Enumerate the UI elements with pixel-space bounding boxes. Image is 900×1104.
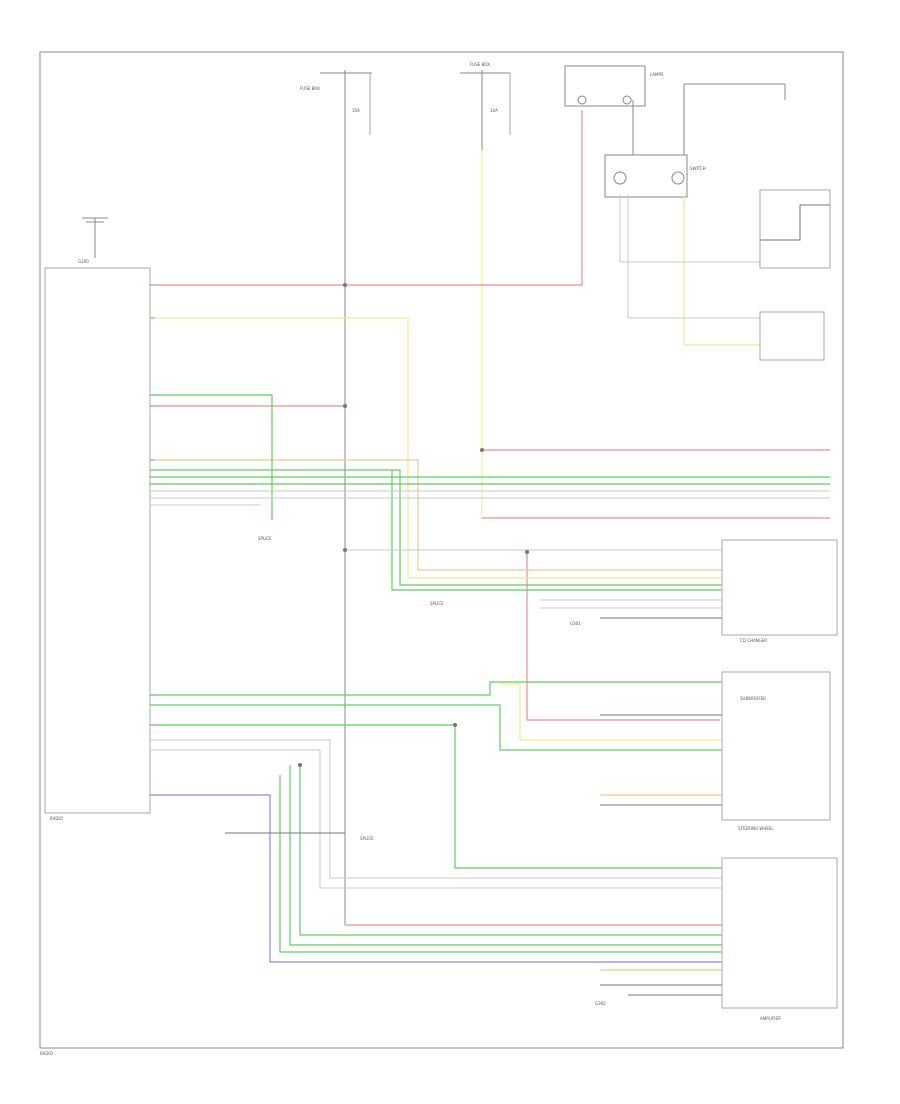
- diagram-frame: [39, 51, 844, 1049]
- module-left-label-text: RADIO: [50, 816, 63, 821]
- wires-green: [150, 394, 830, 953]
- module-right-bottom-text: AMPLIFIER: [760, 1016, 781, 1021]
- switch-assembly: LAMPS SWITCH: [564, 65, 786, 198]
- footer-text: RADIO: [40, 1051, 53, 1056]
- radio-pin-ticks: [150, 284, 155, 796]
- fuse-right-block-text: FUSE BOX: [470, 62, 490, 67]
- fuse-left: FUSE BOX 10A: [300, 70, 372, 150]
- top-right-label-text: LAMPS: [650, 72, 664, 77]
- splice-label-1-text: SPLICE: [258, 536, 272, 541]
- splice-dots: [298, 283, 529, 767]
- ground-label-3-text: G302: [595, 1001, 606, 1006]
- wires-orange: [150, 459, 722, 971]
- ground-label-1-text: G200: [78, 259, 89, 264]
- module-steering-wheel: STEERING WHEEL: [738, 826, 774, 831]
- radio-module-frame: [44, 267, 151, 814]
- wires-red: [150, 110, 830, 926]
- ground-label-2-text: G301: [570, 621, 581, 626]
- fuse-left-block-text: FUSE BOX: [300, 86, 320, 91]
- module-amplifier: AMPLIFIER: [721, 857, 838, 1021]
- wires-yellow: [150, 195, 760, 741]
- wires-gray: [150, 195, 830, 889]
- ground-symbol-top: G200: [78, 217, 108, 264]
- splice-label-2-text: SPLICE: [430, 601, 444, 606]
- module-subwoofer: SUBWOOFER: [721, 671, 831, 821]
- module-right-mid-text: SUBWOOFER: [740, 696, 766, 701]
- splice-label-3-text: SPLICE: [360, 836, 374, 841]
- fuse-right: FUSE BOX 10A: [460, 62, 511, 150]
- wires-black: [225, 204, 830, 996]
- module-cd-changer: CD CHANGER: [721, 539, 838, 643]
- wires-blue: [150, 794, 722, 963]
- connector-top-right: [759, 189, 831, 361]
- fuse-right-rating-text: 10A: [490, 108, 498, 113]
- switch-label-text: SWITCH: [690, 166, 706, 171]
- fuse-left-rating-text: 10A: [352, 108, 360, 113]
- module-right-top-text: STEERING WHEEL: [738, 826, 774, 831]
- module-mid-label-text: CD CHANGER: [740, 638, 767, 643]
